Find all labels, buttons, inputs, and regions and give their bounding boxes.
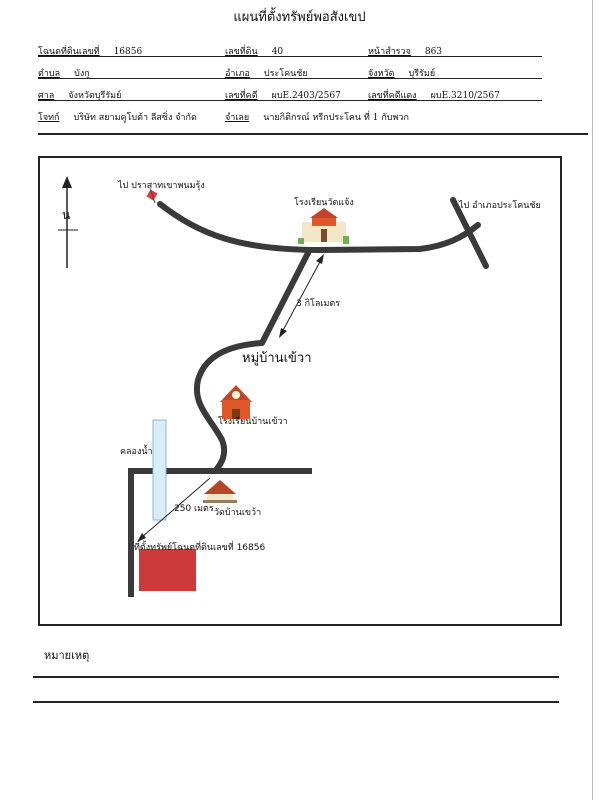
- temple-icon: [203, 480, 237, 503]
- field-value: นายกิติกรณ์ หรีกประโคน ที่ 1 กับพวก: [263, 113, 409, 123]
- field-label: โจทก์: [38, 113, 60, 123]
- flag-icon: [146, 187, 158, 204]
- field-land-number: เลขที่ดิน 40: [225, 44, 283, 58]
- field-value: จังหวัดบุรีรัมย์: [68, 91, 122, 101]
- field-label: จำเลย: [225, 113, 250, 123]
- label-temple: วัดบ้านเขว้า: [214, 507, 261, 518]
- field-amphoe: อำเภอ ประโคนชัย: [225, 66, 308, 80]
- field-province: จังหวัด บุรีรัมย์: [368, 66, 435, 80]
- field-red-case-number: เลขที่คดีแดง ผบE.3210/2567: [368, 88, 500, 102]
- field-plaintiff: โจทก์ บริษัท สยามคูโบต้า ลีสซิ่ง จำกัด: [38, 110, 197, 124]
- field-label: ศาล: [38, 91, 55, 101]
- field-survey-page: หน้าสำรวจ 863: [368, 44, 442, 58]
- page-edge-line: [592, 0, 593, 800]
- label-to-amphoe: ไป อำเภอประโคนชัย: [458, 200, 541, 211]
- field-defendant: จำเลย นายกิติกรณ์ หรีกประโคน ที่ 1 กับพวก: [225, 110, 409, 124]
- school-wat-chaeng-icon: [298, 208, 349, 244]
- label-to-phanom-rung: ไป ปราสาทเขาพนมรุ้ง: [117, 180, 205, 191]
- field-value: บังกู: [74, 69, 90, 79]
- label-village: หมู่บ้านเข้วา: [242, 351, 312, 366]
- label-property: ที่ตั้งทรัพย์โฉนดที่ดินเลขที่ 16856: [134, 540, 265, 553]
- canal: [152, 419, 167, 521]
- label-canal: คลองน้ำ: [120, 444, 153, 457]
- village-curve-road: [193, 340, 265, 473]
- field-value: ผบE.3210/2567: [430, 91, 500, 101]
- field-value: บริษัท สยามคูโบต้า ลีสซิ่ง จำกัด: [73, 113, 197, 123]
- field-label: จังหวัด: [368, 69, 395, 79]
- divider: [38, 100, 542, 101]
- field-value: ประโคนชัย: [263, 69, 308, 79]
- notes-label: หมายเหตุ: [44, 649, 90, 662]
- label-distance-250m: 250 เมตร: [174, 504, 214, 514]
- notes-line-1: [33, 676, 559, 678]
- north-label: น: [62, 208, 70, 222]
- distance-250m-arrow: [137, 477, 211, 542]
- field-value: บุรีรัมย์: [408, 69, 436, 79]
- field-label: ตำบล: [38, 69, 61, 79]
- field-label: อำเภอ: [225, 69, 250, 79]
- field-case-number: เลขที่คดี ผบE.2403/2567: [225, 88, 341, 102]
- main-road: [157, 201, 481, 254]
- document-title: แผนที่ตั้งทรัพย์พอสังเขป: [233, 10, 366, 25]
- field-value: ผบE.2403/2567: [271, 91, 341, 101]
- distance-3km-arrow: [279, 254, 324, 338]
- school-village-icon: [220, 385, 252, 419]
- field-label: เลขที่ดิน: [225, 47, 258, 57]
- label-school-wat-chaeng: โรงเรียนวัดแจ้ง: [294, 197, 354, 208]
- field-value: 16856: [113, 47, 143, 57]
- field-label: หน้าสำรวจ: [368, 47, 411, 57]
- field-label: โฉนดที่ดินเลขที่: [38, 47, 100, 57]
- cross-road: [450, 197, 489, 269]
- label-distance-3km: 3 กิโลเมตร: [296, 298, 340, 309]
- north-arrow-icon: [58, 176, 78, 268]
- divider: [38, 78, 542, 79]
- divider: [38, 133, 588, 135]
- field-label: เลขที่คดี: [225, 91, 258, 101]
- notes-line-2: [33, 701, 559, 703]
- village-road: [259, 249, 312, 345]
- label-school-village: โรงเรียนบ้านเข้วา: [218, 416, 288, 427]
- field-deed-number: โฉนดที่ดินเลขที่ 16856: [38, 44, 142, 58]
- field-value: 863: [424, 47, 443, 57]
- field-tambon: ตำบล บังกู: [38, 66, 90, 80]
- field-value: 40: [271, 47, 284, 57]
- field-label: เลขที่คดีแดง: [368, 91, 417, 101]
- map-frame: [38, 156, 562, 626]
- divider: [38, 56, 542, 57]
- field-court: ศาล จังหวัดบุรีรัมย์: [38, 88, 121, 102]
- property-parcel: [139, 549, 196, 591]
